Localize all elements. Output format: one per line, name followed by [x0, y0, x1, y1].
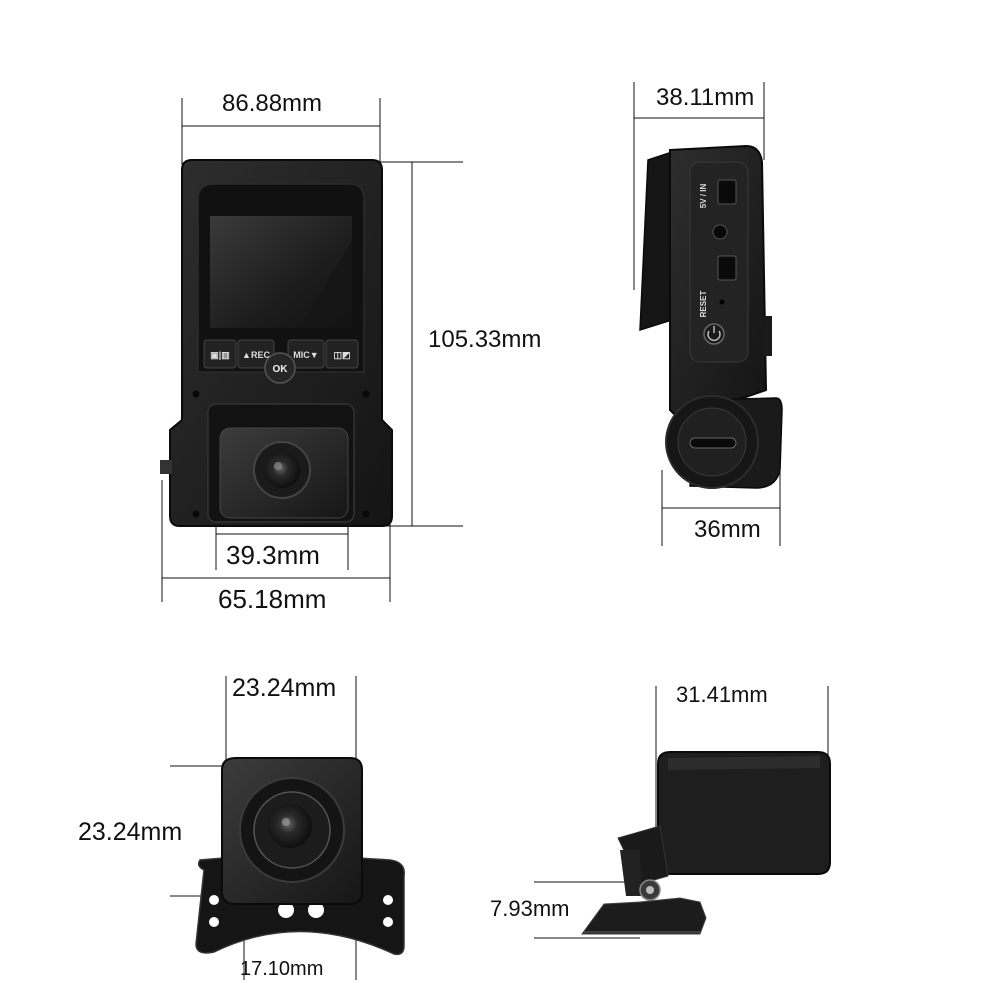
front-height-label: 105.33mm	[428, 326, 542, 353]
button-label-rec: ▲REC	[242, 350, 270, 360]
side-depth-label: 38.11mm	[656, 84, 755, 111]
lens-width-label: 39.3mm	[226, 540, 320, 570]
rear-camera-front-view	[170, 676, 405, 980]
ok-label: OK	[273, 364, 289, 375]
rear-side-bracket-label: 7.93mm	[490, 896, 570, 921]
button-label-mode: ◫◩	[333, 350, 350, 360]
ok-button	[264, 352, 296, 384]
power-icon	[703, 323, 725, 345]
rear-width-label: 23.24mm	[232, 674, 337, 702]
port-label-reset: RESET	[699, 291, 708, 318]
side-view-dashcam: 5V / IN RESET	[633, 82, 783, 546]
rear-length-label: 31.41mm	[676, 682, 768, 707]
front-view-dashcam: ▣|▥ ▲REC MIC▼ ◫◩ OK	[160, 98, 463, 602]
button-label-photo: ▣|▥	[210, 350, 230, 360]
front-width-label: 86.88mm	[222, 90, 323, 117]
port-label-5v: 5V / IN	[699, 184, 708, 209]
front-buttons: ▣|▥ ▲REC MIC▼ ◫◩ OK	[203, 339, 359, 384]
button-label-mic: MIC▼	[293, 350, 318, 360]
rear-height-label: 23.24mm	[78, 818, 183, 846]
rear-bracket-label: 17.10mm	[240, 958, 324, 980]
lens-depth-label: 36mm	[694, 516, 761, 543]
rear-camera-side-view	[534, 686, 831, 939]
base-width-label: 65.18mm	[218, 584, 327, 614]
